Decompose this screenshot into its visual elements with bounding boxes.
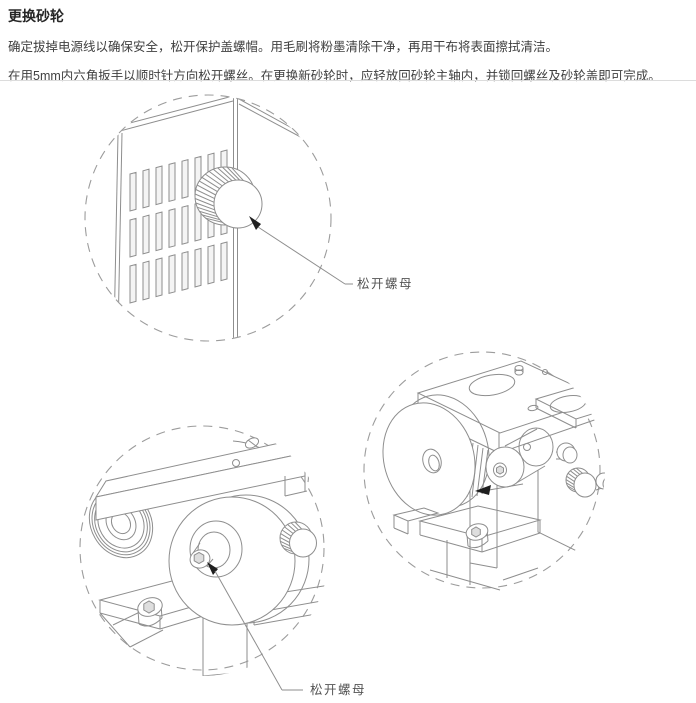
- knurl-ticks: [194, 166, 244, 223]
- figure-1-magnifier: 松开螺母: [84, 94, 413, 342]
- callout-arrow-icon: [249, 216, 261, 230]
- leader-line: [488, 483, 524, 491]
- figure-2-magnifier: 松开螺母: [79, 425, 366, 697]
- protective-cap-nut: [194, 166, 263, 229]
- paragraph-safety: 确定拔掉电源线以确保安全，松开保护盖螺帽。用毛刷将粉墨清除干净，再用干布将表面擦…: [8, 40, 559, 54]
- machine-base: [392, 505, 554, 593]
- page-title: 更换砂轮: [8, 8, 64, 24]
- magnifier-dashed-circle: [363, 351, 601, 589]
- section-divider: [0, 80, 696, 81]
- side-knobs: [555, 442, 605, 498]
- socket-bolt: [137, 597, 163, 627]
- magnifier-dashed-circle: [84, 94, 332, 342]
- thumbscrew: [244, 437, 260, 449]
- grinding-wheel: [382, 394, 490, 516]
- wheel-front-drawing: [88, 437, 330, 676]
- wheel-side-drawing: [382, 360, 605, 593]
- figure-3-magnifier: [363, 351, 605, 593]
- cover-bracket: [94, 438, 308, 521]
- leader-line: [257, 226, 346, 285]
- callout-label-loosen-nut-2: 松开螺母: [310, 683, 366, 697]
- callout-label-loosen-nut-1: 松开螺母: [357, 277, 413, 291]
- vent-panel-drawing: [85, 95, 313, 341]
- leader-line: [214, 570, 283, 691]
- spindle-cylinder: [485, 427, 554, 488]
- magnifier-dashed-circle: [79, 425, 325, 671]
- paragraph-steps: 在用5mm内六角扳手以顺时针方向松开螺丝。在更换新砂轮时，应轻放回砂轮主轴内，并…: [8, 69, 661, 83]
- pointer-arrow-icon: [475, 485, 491, 495]
- side-knob: [279, 521, 317, 558]
- spindle-screw: [189, 520, 243, 578]
